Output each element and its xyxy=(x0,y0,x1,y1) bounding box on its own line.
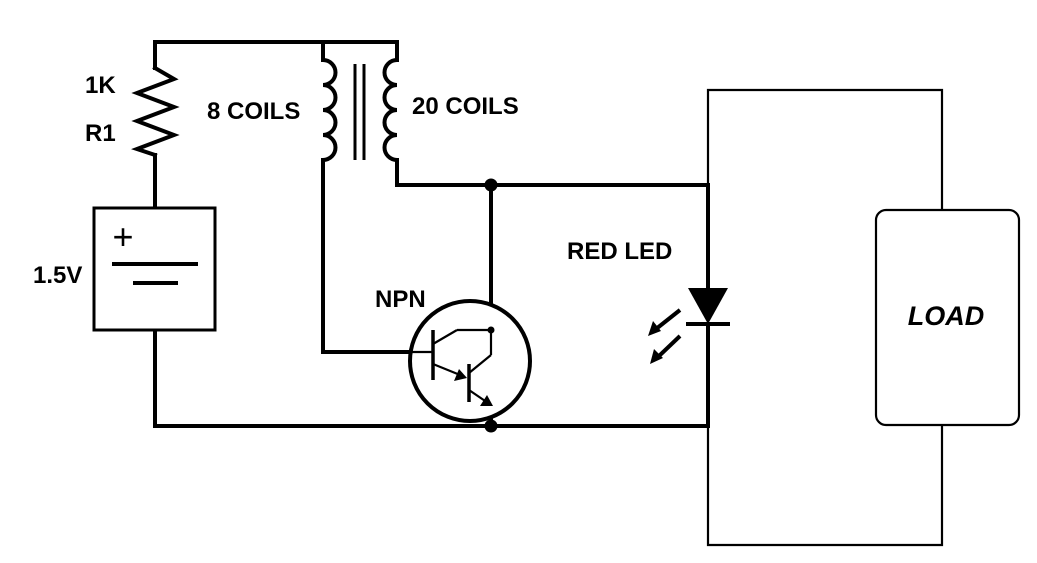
secondary-to-collector-wire xyxy=(395,158,710,187)
led-light-arrow-1-head xyxy=(648,321,661,336)
primary-to-base-wire xyxy=(321,158,412,354)
secondary-coil xyxy=(382,57,400,163)
battery-to-ground-wire xyxy=(153,328,710,428)
top-wire xyxy=(153,40,399,70)
battery-voltage-label: 1.5V xyxy=(33,262,82,289)
transistor-emitter-arrow-1 xyxy=(454,369,467,381)
primary-coil xyxy=(320,57,338,163)
load-box xyxy=(874,208,1021,427)
transistor-inner-dot xyxy=(487,326,495,334)
red-led xyxy=(648,288,730,364)
resistor-r1 xyxy=(131,65,180,158)
battery-box xyxy=(92,206,217,332)
transistor-body xyxy=(408,299,532,423)
led-triangle xyxy=(688,288,728,324)
junction-dot-emitter xyxy=(484,419,498,433)
npn-transistor xyxy=(408,299,532,423)
battery xyxy=(92,206,217,332)
resistor-name-label: R1 xyxy=(85,120,116,147)
resistor-value-label: 1K xyxy=(85,72,116,99)
load-return-wire xyxy=(706,425,944,547)
transistor-emitter-arrow-2 xyxy=(480,395,493,406)
load-loop-wire xyxy=(706,88,944,210)
led-label: RED LED xyxy=(567,238,672,265)
load-label: LOAD xyxy=(908,301,985,331)
transistor-label: NPN xyxy=(375,286,426,313)
transistor-collector-2 xyxy=(468,354,492,374)
led-light-arrow-2-head xyxy=(650,349,663,364)
led-light-arrow-1-shaft xyxy=(654,308,682,331)
wires xyxy=(153,40,710,433)
battery-positive-symbol: + xyxy=(112,216,133,257)
junction-dot-collector xyxy=(484,178,498,192)
led-light-arrow-2-shaft xyxy=(657,334,682,358)
secondary-coil-label: 20 COILS xyxy=(412,93,519,120)
load-loop xyxy=(706,88,1021,547)
transistor-collector-1 xyxy=(432,329,458,345)
transformer xyxy=(320,57,400,163)
primary-coil-label: 8 COILS xyxy=(207,98,300,125)
